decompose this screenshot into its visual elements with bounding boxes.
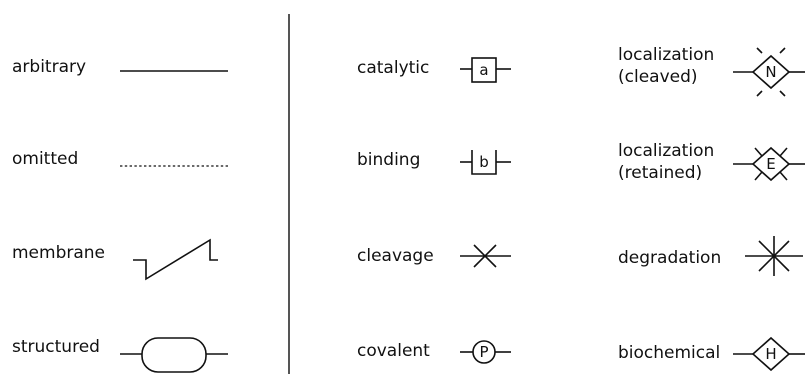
- cleavage-x-cross-symbol: [460, 244, 511, 268]
- localization-retained-diamond-symbol: E: [733, 146, 805, 182]
- omitted-dotted-line-symbol: [120, 165, 228, 167]
- label-biochemical: biochemical: [618, 343, 721, 363]
- label-omitted: omitted: [12, 149, 79, 169]
- label-localization-cleaved-line2: (cleaved): [618, 67, 698, 87]
- arbitrary-line-symbol: [120, 70, 228, 72]
- label-degradation: degradation: [618, 248, 722, 268]
- label-catalytic: catalytic: [357, 58, 430, 78]
- structured-rounded-box-symbol: [120, 337, 228, 373]
- degradation-asterisk-symbol: [745, 236, 803, 276]
- label-binding: binding: [357, 150, 421, 170]
- localization-cleaved-diamond-symbol: N: [733, 47, 805, 97]
- label-arbitrary: arbitrary: [12, 57, 87, 77]
- membrane-zigzag-symbol: [133, 238, 218, 281]
- label-cleavage: cleavage: [357, 246, 434, 266]
- catalytic-glyph: a: [479, 61, 488, 79]
- localization-retained-glyph: E: [766, 155, 775, 173]
- label-covalent: covalent: [357, 341, 430, 361]
- label-localization-retained-line2: (retained): [618, 163, 703, 183]
- biochemical-glyph: H: [765, 345, 776, 363]
- covalent-circle-symbol: P: [460, 340, 511, 364]
- label-structured: structured: [12, 337, 100, 357]
- label-localization-retained-line1: localization: [618, 141, 715, 161]
- column-divider: [288, 14, 290, 374]
- catalytic-square-box-symbol: a: [460, 57, 511, 83]
- biochemical-diamond-symbol: H: [733, 336, 805, 372]
- label-localization-cleaved: localization (cleaved): [618, 44, 714, 88]
- binding-open-box-symbol: b: [460, 150, 511, 175]
- label-localization-retained: localization (retained): [618, 140, 714, 184]
- label-localization-cleaved-line1: localization: [618, 45, 715, 65]
- binding-glyph: b: [479, 153, 489, 171]
- covalent-glyph: P: [479, 343, 488, 361]
- label-membrane: membrane: [12, 243, 106, 263]
- localization-cleaved-glyph: N: [765, 63, 776, 81]
